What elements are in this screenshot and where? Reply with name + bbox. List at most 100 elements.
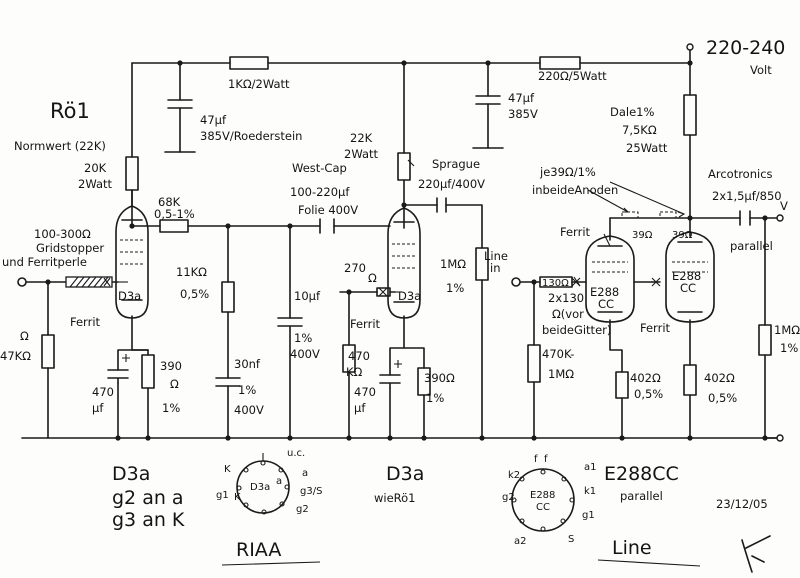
notes-d3a-3-label: g3 an K [112, 509, 185, 531]
stage2-rk-2-label: 1% [426, 391, 444, 405]
pinouts-d3a-center-label: D3a [250, 482, 270, 493]
caps-c-30nf-2-label: 1% [238, 383, 256, 397]
resistor-dale [683, 94, 697, 136]
junction-dots [45, 60, 768, 441]
riaa-label: RIAA [236, 539, 281, 561]
resistor-130 [539, 276, 573, 288]
pinouts-e288-pins-6-label: g1 [582, 510, 595, 521]
line-stage-ferrit-1-label: Ferrit [560, 225, 591, 239]
line-stage-dale-3-label: 25Watt [626, 141, 668, 155]
notes-e288-1-label: E288CC [604, 463, 679, 485]
pinout-d3a [236, 453, 290, 515]
resistor-11k [221, 281, 235, 313]
line-stage-parallel-label: parallel [730, 239, 773, 253]
caps-c1-label: 47µf [200, 113, 227, 127]
stage1-grid-1-label: 100-300Ω [34, 227, 91, 241]
ferrite-beads [65, 276, 661, 297]
stage1-rg-1-label: Ω [20, 329, 29, 343]
caps-c-30nf-label: 30nf [234, 357, 261, 371]
tube-e288cc-b [665, 231, 715, 323]
cap-30nf [215, 377, 241, 387]
cap-sprague [436, 197, 447, 213]
terminals [17, 43, 784, 442]
stage1-grid-2-label: Gridstopper [36, 241, 104, 255]
line-stage-anode-2-label: inbeideAnoden [532, 183, 618, 197]
pinout-e288cc [511, 468, 575, 532]
resistor-220-5w [539, 56, 581, 70]
caps-west-cap-1-label: West-Cap [292, 161, 347, 175]
line-stage-tube-a-1-label: E288 [590, 285, 619, 299]
resistor-39-a [621, 211, 639, 219]
grid-stopper-bead [65, 276, 113, 288]
line-stage-rg-2-label: 1MΩ [548, 367, 574, 381]
line-stage-line-in-2-label: in [490, 261, 500, 275]
pinouts-e288-pins-5-label: g2 [502, 492, 515, 503]
r-220-label: 220Ω/5Watt [538, 69, 607, 83]
cap-47uf-b [475, 95, 501, 105]
line-stage-rout-1-label: 1MΩ [774, 323, 800, 337]
resistor-22k [397, 152, 411, 181]
pinouts-d3a-pins-0-label: u.c. [287, 448, 305, 459]
wiring [21, 49, 779, 439]
line-stage-rgs-note-3-label: beideGitter) [542, 323, 611, 337]
pinouts-e288-pins-0-label: f [534, 454, 538, 465]
resistor-270 [376, 287, 391, 297]
resistor-470k-1m [527, 344, 541, 383]
stage1-rg-2-label: 47KΩ [0, 349, 31, 363]
caps-c-10uf-3-label: 400V [290, 347, 320, 361]
stage2-rk470-2-label: KΩ [346, 365, 363, 379]
line-stage-r39-label: 39Ω [632, 230, 653, 241]
pinouts-d3a-pins-1-label: a [302, 468, 308, 479]
supply-unit-label: Volt [750, 63, 772, 77]
stage1-tube-label: D3a [118, 289, 141, 303]
resistor-390-stage1 [141, 354, 155, 389]
line-stage-rgs-note-1-label: 2x130 [548, 291, 584, 305]
stage1-grid-3-label: und Ferritperle [2, 255, 87, 269]
underlines [221, 535, 771, 573]
stage1-rk-3-label: 1% [162, 401, 180, 415]
cap-470uf-a [107, 369, 129, 384]
resistor-1m-stage2 [475, 247, 489, 281]
line-stage-rk-b-1-label: 402Ω [704, 371, 735, 385]
resistor-47k [41, 334, 55, 369]
line-in-jack [511, 277, 521, 287]
pinouts-e288-center-2-label: CC [536, 502, 550, 513]
notes-d3a-1-label: D3a [112, 463, 150, 485]
stage1-rk-1-label: 390 [160, 359, 182, 373]
caps-c2-rating-label: 385V [508, 107, 538, 121]
caps-c-470uf-a2-label: µf [92, 401, 104, 415]
line-stage-dale-1-label: Dale1% [610, 105, 654, 119]
caps-sprague-2-label: 220µf/400V [418, 177, 485, 191]
output-terminal [776, 214, 784, 222]
line-stage-anode-1-label: je39Ω/1% [539, 165, 596, 179]
caps-c-470uf-b-label: 470 [354, 385, 376, 399]
input-jack [17, 277, 27, 287]
r-1k-label: 1KΩ/2Watt [228, 77, 290, 91]
resistor-1k-2w [229, 56, 269, 70]
stage1-r68k-1-label: 68K [158, 195, 181, 209]
line-stage-dale-2-label: 7,5KΩ [622, 123, 657, 137]
line-stage-rk-a-1-label: 402Ω [630, 371, 661, 385]
resistor-390-stage2 [417, 367, 431, 396]
pinouts-e288-pins-4-label: k1 [584, 486, 596, 497]
resistor-68k [159, 219, 189, 233]
cap-arcotronics [739, 210, 751, 226]
stage1-ra-1-label: 20K [84, 161, 107, 175]
stage2-ferrit-label: Ferrit [350, 317, 381, 331]
pinouts-e288-pins-7-label: S [568, 534, 574, 545]
caps-sprague-1-label: Sprague [432, 157, 480, 171]
line-stage-ferrit-2-label: Ferrit [640, 321, 671, 335]
supply-terminal [686, 43, 694, 51]
stage2-rk-1-label: 390Ω [424, 371, 455, 385]
stage1-ferrit-label: Ferrit [70, 315, 101, 329]
resistor-402-a [615, 371, 629, 399]
signature-mark [741, 535, 771, 573]
stage2-ra-2-label: 2Watt [344, 147, 379, 161]
cap-470uf-b [379, 374, 401, 389]
notes-wie-2-label: wieRö1 [374, 491, 416, 505]
resistors [41, 56, 772, 399]
resistor-1m-out [758, 324, 772, 356]
line-stage-rgs-label: 130Ω [542, 278, 569, 289]
pinouts-e288-pins-8-label: a2 [514, 536, 527, 547]
stage1-rk-2-label: Ω [170, 377, 179, 391]
